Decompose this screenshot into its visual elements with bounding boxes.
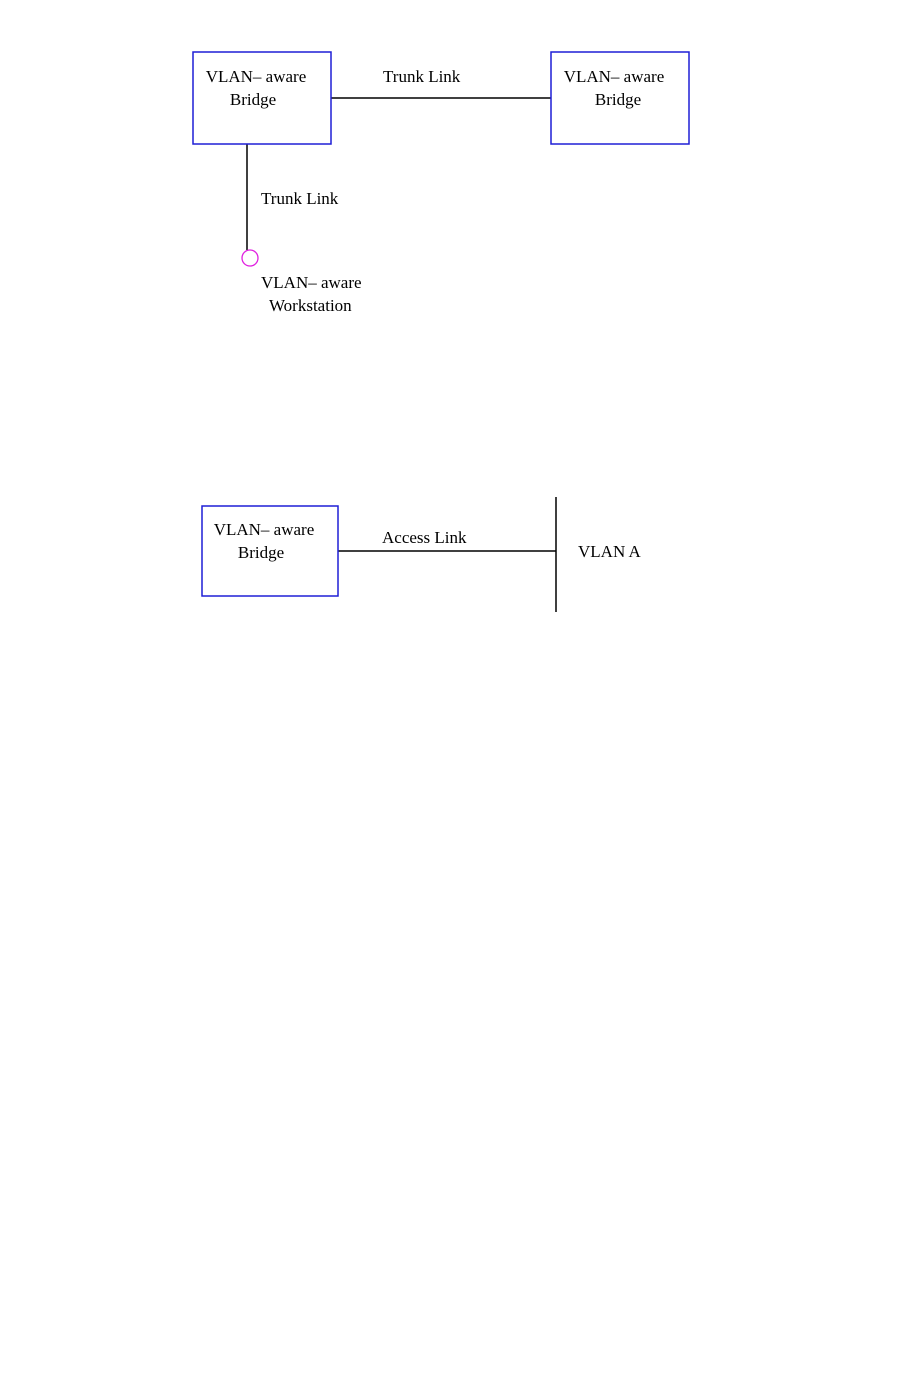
bridge-bottom-label-line2: Bridge — [238, 543, 284, 562]
vlan-a-label: VLAN A — [578, 542, 642, 561]
workstation-label-line1: VLAN– aware — [261, 273, 362, 292]
bridge-bottom-box — [201, 505, 339, 597]
bridge-bottom-label-line1: VLAN– aware — [214, 520, 315, 539]
bridge-left-label-line2: Bridge — [230, 90, 276, 109]
bridge-right-label-line1: VLAN– aware — [564, 67, 665, 86]
access-link-label: Access Link — [382, 528, 467, 547]
trunk-link-vertical-label: Trunk Link — [261, 189, 339, 208]
trunk-link-horizontal-label: Trunk Link — [383, 67, 461, 86]
trunk-link-diagram: VLAN– aware Bridge VLAN– aware Bridge Tr… — [192, 51, 690, 315]
bridge-right-box — [550, 51, 690, 145]
bridge-right-label-line2: Bridge — [595, 90, 641, 109]
bridge-left-label-line1: VLAN– aware — [206, 67, 307, 86]
access-link-diagram: VLAN– aware Bridge Access Link VLAN A — [201, 497, 642, 612]
bridge-left-box — [192, 51, 332, 145]
workstation-label-line2: Workstation — [269, 296, 352, 315]
workstation-marker-icon — [241, 249, 259, 267]
